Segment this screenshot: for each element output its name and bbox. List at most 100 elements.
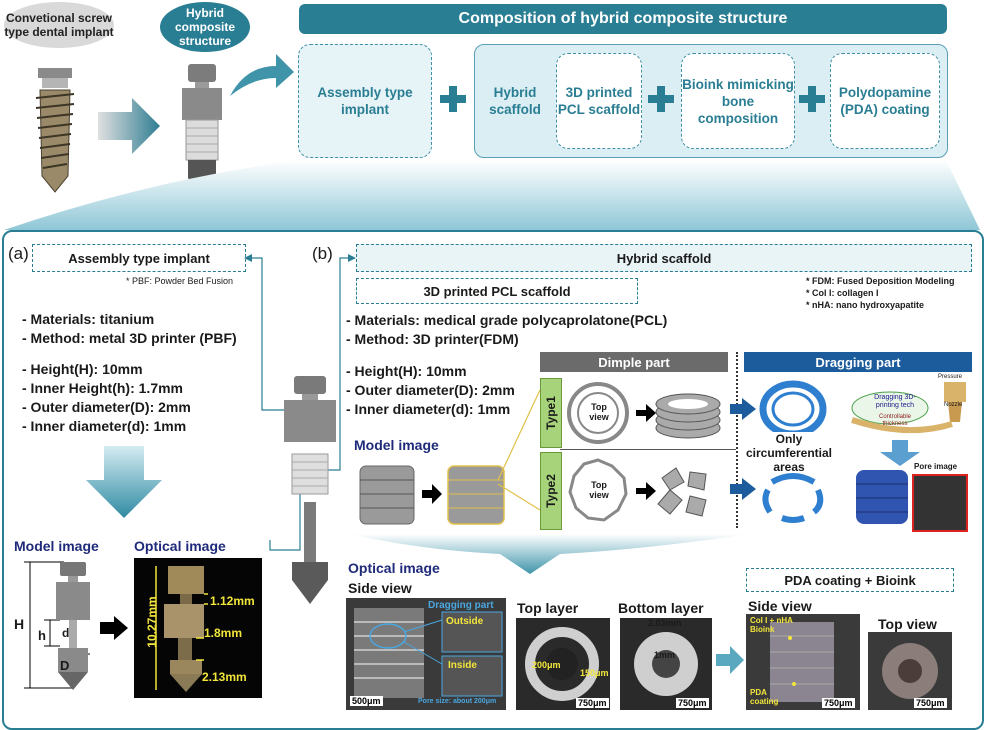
dimple-part-header: Dimple part bbox=[540, 352, 728, 372]
pore-image-photo bbox=[912, 474, 968, 532]
arrow-right-icon bbox=[730, 478, 756, 500]
funnel-shape bbox=[4, 160, 980, 230]
bottom-layer-photo bbox=[620, 618, 712, 710]
panel-a-title: Assembly type implant bbox=[32, 244, 246, 272]
pore-image-label: Pore image bbox=[914, 462, 958, 471]
col-note: * Col I: collagen I bbox=[806, 288, 879, 298]
controllable-label: Controllable thickness bbox=[878, 414, 912, 427]
bottom-layer-label: Bottom layer bbox=[618, 600, 704, 616]
a-outer-diameter: - Outer diameter(D): 2mm bbox=[22, 399, 191, 415]
dragging-ring-type1 bbox=[759, 380, 827, 438]
type-separator bbox=[560, 449, 736, 450]
type2-tag: Type2 bbox=[540, 452, 562, 530]
arrow-right-icon bbox=[98, 98, 160, 154]
b-materials: - Materials: medical grade polycaprolato… bbox=[346, 312, 668, 328]
scale-750-b: 750μm bbox=[676, 698, 709, 708]
a-materials: - Materials: titanium bbox=[22, 311, 155, 327]
b-optical-image-label: Optical image bbox=[348, 560, 440, 576]
scale-750-d: 750μm bbox=[914, 698, 947, 708]
pda-bioink-title: PDA coating + Bioink bbox=[746, 568, 954, 592]
panel-b-subtitle: 3D printed PCL scaffold bbox=[356, 278, 638, 304]
arrow-right-icon bbox=[716, 646, 744, 674]
col-nha-bioink-label: Col I + nHA Bioink bbox=[750, 616, 793, 634]
plus-icon bbox=[648, 86, 674, 112]
a-optical-image-label: Optical image bbox=[134, 538, 226, 554]
type1-top-view-label: Top view bbox=[589, 402, 609, 422]
meas-1mm: 1mm bbox=[654, 650, 676, 660]
type1-tag: Type1 bbox=[540, 378, 562, 448]
type2-top-view-image bbox=[568, 458, 707, 522]
meas-203: 2.03mm bbox=[648, 618, 682, 628]
panel-a-letter: (a) bbox=[8, 244, 29, 263]
a-height: - Height(H): 10mm bbox=[22, 361, 143, 377]
hybrid-structure-label: Hybrid composite structure bbox=[160, 2, 250, 52]
pda-coating-box: Polydopamine (PDA) coating bbox=[830, 53, 940, 149]
a-meas-1: 1.12mm bbox=[210, 594, 255, 608]
a-meas-total: 10.27mm bbox=[145, 596, 159, 648]
panel-b-letter: (b) bbox=[312, 244, 333, 263]
down-arrow-shape bbox=[350, 534, 750, 574]
a-model-implant-image bbox=[24, 561, 90, 690]
pbf-note: * PBF: Powder Bed Fusion bbox=[126, 276, 234, 286]
screw-implant-image bbox=[35, 68, 75, 193]
b-height: - Height(H): 10mm bbox=[346, 363, 467, 379]
dragging-part-header: Dragging part bbox=[744, 352, 972, 372]
nozzle-label: Nozzle bbox=[944, 402, 963, 408]
pcl-scaffold-box: 3D printed PCL scaffold bbox=[556, 53, 642, 149]
scale-750-c: 750μm bbox=[822, 698, 855, 708]
top-layer-label: Top layer bbox=[517, 600, 579, 616]
top-view2-label: Top view bbox=[878, 616, 937, 632]
callout-lines bbox=[497, 389, 541, 511]
type2-top-view-label: Top view bbox=[589, 480, 609, 500]
a-model-image-label: Model image bbox=[14, 538, 99, 554]
arrow-right-icon bbox=[100, 616, 128, 640]
pore-size-label: Pore size: about 200μm bbox=[418, 698, 497, 705]
pressure-label: Pressure bbox=[938, 374, 963, 380]
curved-arrow-icon bbox=[230, 54, 294, 96]
a-meas-3: 2.13mm bbox=[202, 670, 247, 684]
scale-750-a: 750μm bbox=[576, 698, 609, 708]
pda-side-photo bbox=[746, 614, 860, 710]
a-meas-2: 1.8mm bbox=[204, 626, 243, 640]
dim-d: d bbox=[62, 626, 70, 640]
exploded-implant-image bbox=[284, 376, 336, 604]
inside-label: Inside bbox=[448, 660, 477, 671]
b-outer-diameter: - Outer diameter(D): 2mm bbox=[346, 382, 515, 398]
panel-b-title: Hybrid scaffold bbox=[356, 244, 972, 272]
a-inner-height: - Inner Height(h): 1.7mm bbox=[22, 380, 184, 396]
a-method: - Method: metal 3D printer (PBF) bbox=[22, 330, 237, 346]
b-model-image-label: Model image bbox=[354, 437, 439, 453]
arrow-down-icon bbox=[86, 446, 162, 518]
assembly-implant-box: Assembly type implant bbox=[298, 44, 432, 158]
meas-200: 200μm bbox=[532, 660, 561, 670]
side-view-photo bbox=[346, 598, 506, 710]
bioink-box: Bioink mimicking bone composition bbox=[681, 53, 795, 149]
section-divider bbox=[736, 352, 738, 528]
dragging-part-label: Dragging part bbox=[428, 600, 494, 611]
pda-coating-label: PDA coating bbox=[750, 688, 779, 706]
dim-H: H bbox=[14, 616, 25, 632]
meas-150: 150μm bbox=[580, 668, 609, 678]
dim-h: h bbox=[38, 628, 46, 643]
plus-icon bbox=[440, 86, 466, 112]
fdm-note: * FDM: Fused Deposition Modeling bbox=[806, 276, 955, 286]
nha-note: * nHA: nano hydroxyapatite bbox=[806, 300, 925, 310]
plus-icon bbox=[799, 86, 825, 112]
pda-top-photo bbox=[868, 632, 952, 710]
a-inner-diameter: - Inner diameter(d): 1mm bbox=[22, 418, 187, 434]
conventional-implant-label: Convetional screw type dental implant bbox=[4, 2, 114, 48]
blue-scaffold-image bbox=[856, 470, 908, 524]
dragging-tech-diagram bbox=[851, 382, 966, 434]
outside-label: Outside bbox=[446, 616, 484, 627]
arrow-down-icon bbox=[880, 440, 920, 466]
dragging-ring-type2 bbox=[762, 473, 824, 523]
type1-top-view-image bbox=[567, 382, 721, 444]
dim-D: D bbox=[60, 658, 70, 673]
top-layer-photo bbox=[516, 618, 610, 710]
only-circumferential-label: Only circumferential areas bbox=[744, 432, 834, 474]
hybrid-scaffold-label: Hybrid scaffold bbox=[489, 85, 541, 117]
b-method: - Method: 3D printer(FDM) bbox=[346, 331, 519, 347]
arrow-right-icon bbox=[730, 398, 756, 420]
dragging-tech-label: Dragging 3D-printing tech bbox=[874, 394, 916, 409]
composition-title-bar: Composition of hybrid composite structur… bbox=[299, 4, 947, 34]
